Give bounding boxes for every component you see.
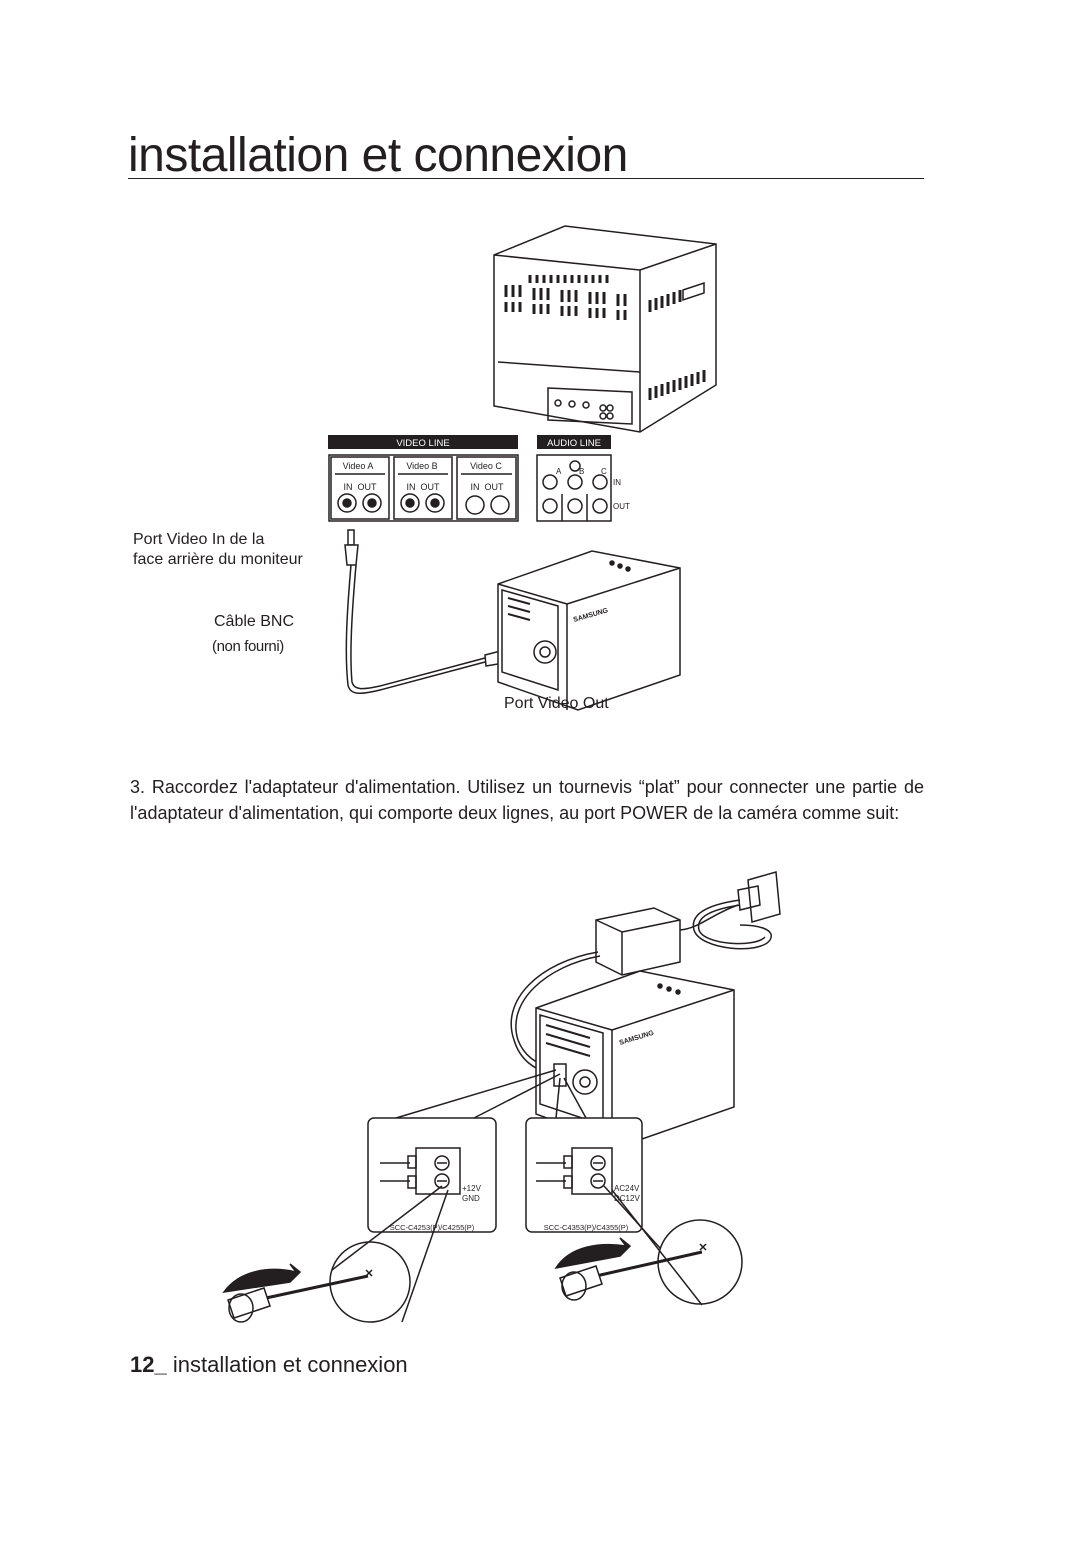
in-out-a-label: IN OUT [344,482,378,492]
monitor-illustration [493,225,717,433]
page-title: installation et connexion [128,129,628,182]
video-a-label: Video A [343,461,374,471]
audio-line-label: AUDIO LINE [547,438,601,449]
left-zoom-circle [329,1241,411,1323]
right-voltage-1: AC24V [614,1184,640,1193]
video-line-bar [328,435,518,449]
wall-plug-illustration [692,871,781,950]
page-number: 12_ [130,1352,167,1377]
audio-line-bar [537,435,611,449]
audio-a-label: A [556,467,562,476]
page-footer: 12_ installation et connexion [130,1352,408,1378]
video-line-label: VIDEO LINE [396,438,449,449]
right-model-label: SCC-C4353(P)/C4355(P) [544,1223,629,1232]
instruction-paragraph: 3. Raccordez l'adaptateur d'alimentation… [130,777,924,823]
right-zoom-circle [657,1219,743,1305]
figure-video-connection: SAMSUNG VIDEO LINE AUDIO LINE Video A Vi… [328,225,717,711]
video-b-label: Video B [406,461,437,471]
power-adaptor-illustration [595,904,739,976]
audio-in-label: IN [613,478,621,487]
audio-out-label: OUT [613,502,630,511]
port-video-in-label: Port Video In de la face arrière du moni… [133,531,303,568]
in-out-b-label: IN OUT [407,482,441,492]
audio-b-label: B [579,467,584,476]
camera-illustration [497,550,681,711]
power-cable [510,951,599,1073]
cable-note-label: (non fourni) [212,638,284,655]
right-voltage-2: DC12V [614,1194,640,1203]
left-voltage-1: +12V [462,1184,482,1193]
rear-panel-audio [536,454,612,522]
left-screwdriver-icon [222,1263,369,1323]
title-rule [128,178,924,179]
rear-panel-video [328,454,519,522]
cable-bnc-label: Câble BNC [214,613,295,630]
left-model-label: SCC-C4253(P)/C4255(P) [390,1223,475,1232]
left-terminal-callout [367,1117,497,1233]
footer-section: installation et connexion [172,1352,408,1377]
video-c-label: Video C [470,461,502,471]
right-screwdriver-icon [554,1237,703,1301]
in-out-c-label: IN OUT [471,482,505,492]
right-terminal-callout [525,1117,643,1233]
left-voltage-2: GND [462,1194,480,1203]
audio-c-label: C [601,467,607,476]
port-video-out-label: Port Video Out [504,695,609,712]
